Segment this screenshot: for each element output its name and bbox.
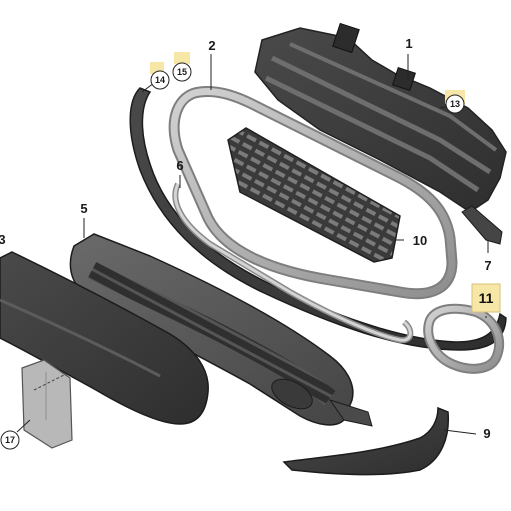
callout-14-circle: 14 — [150, 62, 170, 90]
part-9-corner-trim — [282, 406, 450, 476]
callout-2: 2 — [208, 38, 215, 53]
callout-5: 5 — [80, 201, 87, 216]
part-5-lower-bumper-panel — [69, 233, 373, 427]
part-7-bracket — [461, 205, 503, 245]
callout-3: 3 — [0, 232, 6, 247]
callout-11: 11 — [479, 290, 494, 306]
part-6-chrome-trim — [172, 182, 414, 344]
callout-13: 13 — [450, 99, 460, 109]
callout-10: 10 — [413, 233, 427, 248]
part-17-plate-bracket — [21, 359, 73, 449]
part-11-foglamp-bezel — [423, 303, 505, 374]
part-3-lower-bumper-bar — [0, 251, 209, 425]
callout-13-circle: 13 — [445, 90, 465, 114]
part-2-grille-surround — [168, 86, 458, 300]
callout-1: 1 — [405, 36, 412, 51]
callout-15: 15 — [177, 67, 187, 77]
callout-6: 6 — [176, 158, 183, 173]
part-10-grille-mesh — [227, 127, 401, 263]
part-1-upper-grille — [254, 22, 507, 213]
callout-17-circle: 17 — [0, 430, 20, 450]
callout-9: 9 — [483, 426, 490, 441]
callout-17: 17 — [5, 435, 15, 445]
callout-7: 7 — [484, 258, 491, 273]
callout-14: 14 — [155, 75, 165, 85]
callout-11-highlight: 11 — [471, 283, 501, 313]
callout-15-circle: 15 — [172, 52, 192, 82]
